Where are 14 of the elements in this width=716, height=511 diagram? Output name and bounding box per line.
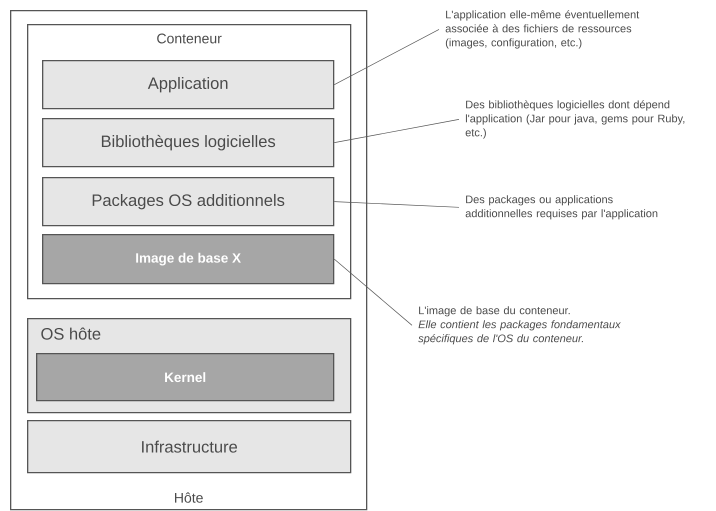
layer-box: Infrastructure (27, 420, 352, 474)
layer-box: Image de base X (42, 234, 334, 284)
leader-line (334, 119, 460, 143)
layer-box: Packages OS additionnels (42, 176, 334, 226)
leader-line (334, 258, 412, 326)
note-text: L'application elle-même éventuellement associée à des fichiers de ressources (images, configuration, etc.) (446, 10, 640, 49)
note-text: L'image de base du conteneur. Elle contient les packages fondamentaux spécifiques de l'OS du conteneur. (418, 306, 621, 344)
layer-box: Bibliothèques logicielles (42, 118, 334, 168)
layer-box: Application (42, 60, 334, 110)
layer-box: Kernel (36, 352, 334, 402)
note-text: Des packages ou applications additionnelles requises par l'application (466, 195, 658, 220)
leader-line (334, 29, 440, 85)
leader-line (334, 201, 460, 208)
note-text: Des bibliothèques logicielles dont dépend l'application (Jar pour java, gems pour Ruby, etc.) (466, 100, 684, 139)
